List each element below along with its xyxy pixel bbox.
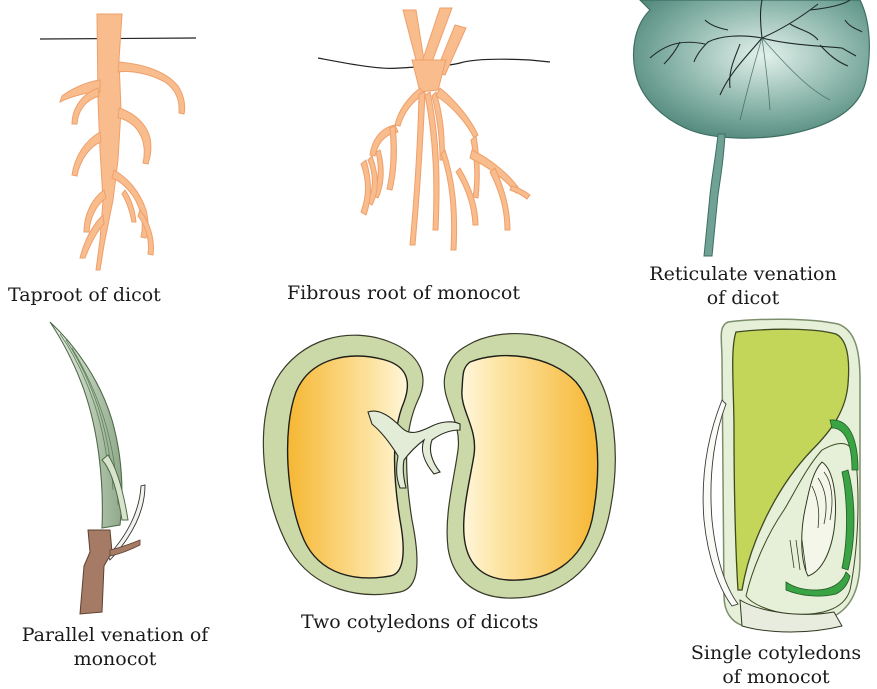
reticulate-venation-caption: Reticulate venation of dicot — [624, 262, 862, 310]
single-caption-line-1: Single cotyledons — [676, 641, 876, 665]
parallel-caption-line-1: Parallel venation of — [2, 623, 228, 647]
parallel-venation-caption: Parallel venation of monocot — [2, 623, 228, 671]
single-caption-line-2: of monocot — [676, 665, 876, 689]
taproot-caption: Taproot of dicot — [8, 283, 161, 307]
taproot-illustration — [40, 14, 196, 270]
two-cotyledons-caption: Two cotyledons of dicots — [301, 610, 538, 634]
single-cotyledon-illustration — [703, 319, 860, 632]
parallel-leaf-illustration — [50, 322, 145, 614]
reticulate-caption-line-1: Reticulate venation — [624, 262, 862, 286]
reticulate-leaf-illustration — [634, 0, 870, 256]
reticulate-caption-line-2: of dicot — [624, 286, 862, 310]
parallel-caption-line-2: monocot — [2, 647, 228, 671]
fibrous-root-illustration — [318, 8, 550, 250]
fibrous-root-caption: Fibrous root of monocot — [287, 281, 520, 305]
two-cotyledons-illustration — [263, 334, 615, 599]
single-cotyledon-caption: Single cotyledons of monocot — [676, 641, 876, 689]
